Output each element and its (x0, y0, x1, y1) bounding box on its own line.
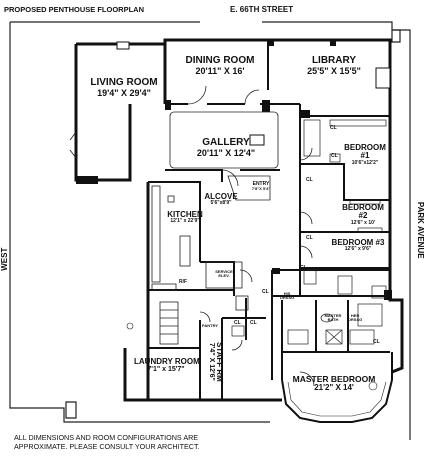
kitchen-counters (151, 185, 191, 291)
her-dressing-label: HER DRSSG (348, 313, 363, 323)
bath-fixtures (231, 303, 383, 345)
disclaimer-note: ALL DIMENSIONS AND ROOM CONFIGURATIONS A… (14, 433, 200, 451)
dark-columns (76, 40, 392, 300)
laundry-dim: 7'1" x 15'7" (147, 366, 185, 374)
dining-room-dim: 20'11" X 16' (195, 65, 245, 76)
bedroom1-name: BEDROOM (344, 143, 386, 152)
service-elevator-label: SERVICE ELEV. (208, 269, 240, 279)
closet-label-5: CL (300, 265, 307, 271)
built-ins (303, 119, 387, 299)
her-drssg-label: DRSSG (348, 317, 363, 323)
pantry-label: PANTRY (202, 323, 218, 328)
closet-label-3: CL (306, 177, 313, 183)
fireplaces (116, 41, 391, 146)
laundry-label: LAUNDRY ROOM 7'1" x 15'7" (134, 357, 200, 374)
service-elevator-name: SERVICE (215, 269, 233, 274)
library-name: LIBRARY (311, 55, 357, 66)
master-bedroom-label: MASTER BEDROOM 21'2" X 14' (284, 375, 384, 392)
living-room-label: LIVING ROOM 19'4" X 29'4" (80, 77, 168, 98)
terrace-outline (9, 21, 411, 440)
closets-marks (126, 322, 378, 391)
staff-room-label: STAFF RM 7'4" X 12'6" (207, 332, 223, 392)
living-room-dim: 19'4" X 29'4" (97, 87, 151, 98)
master-bath-name: MASTER (324, 313, 342, 318)
bedroom1-dim: 10'6"x12'2" (351, 159, 379, 166)
entry-name: ENTRY (252, 181, 270, 187)
her-label: HER (350, 313, 360, 318)
bedroom2-num: #2 (358, 211, 368, 221)
kitchen-dim: 12'1" x 22'9" (170, 218, 200, 225)
bedroom2-name: BEDROOM (342, 203, 384, 212)
gallery-dim: 20'11" X 12'4" (196, 147, 256, 158)
living-room-name: LIVING ROOM (90, 77, 158, 88)
bedroom3-label: BEDROOM #3 12'6" x 9'6" (326, 238, 390, 253)
closet-label-2: CL (331, 153, 338, 159)
closet-label-9: CL (373, 339, 380, 345)
closet-label-8: CL (250, 320, 257, 326)
door-swings (69, 85, 315, 387)
master-bath-sub: BATH (327, 317, 339, 323)
closet-label-7: CL (234, 320, 241, 326)
bedroom2-dim: 12'6" x 10' (350, 219, 376, 226)
closet-label-6: CL (262, 289, 269, 295)
bedroom1-label: BEDROOM #1 10'6"x12'2" (340, 143, 390, 166)
dining-room-name: DINING ROOM (185, 55, 255, 66)
street-top-label: E. 66TH STREET (230, 5, 294, 14)
gallery-details (169, 111, 279, 201)
closet-label-1: CL (330, 125, 337, 131)
alcove-name: ALCOVE (204, 192, 238, 201)
gallery-name: GALLERY (202, 137, 250, 148)
library-dim: 25'5" X 15'5" (307, 65, 361, 76)
closet-label-4: CL (306, 235, 313, 241)
entry-dim: 7'8"X 5'4" (251, 186, 271, 192)
bedroom1-num: #1 (360, 151, 370, 161)
entry-label: ENTRY 7'8"X 5'4" (248, 181, 274, 192)
service-core (159, 261, 249, 345)
street-left-label: WEST (0, 247, 9, 271)
master-bedroom-name: MASTER BEDROOM (292, 374, 376, 384)
staff-room-dim: 7'4" X 12'6" (207, 342, 215, 381)
kitchen-name: KITCHEN (167, 210, 203, 219)
library-label: LIBRARY 25'5" X 15'5" (284, 55, 384, 76)
master-bath-label: MASTER BATH (318, 313, 348, 323)
plan-title: PROPOSED PENTHOUSE FLOORPLAN (4, 5, 145, 14)
kitchen-label: KITCHEN 12'1" x 22'9" (162, 210, 208, 225)
master-bedroom-dim: 21'2" X 14' (314, 382, 354, 392)
his-label: HIS (283, 291, 291, 296)
alcove-label: ALCOVE 5'6"x8'9" (200, 192, 242, 207)
staff-room-name: STAFF RM (214, 341, 224, 382)
master-bay (281, 352, 393, 423)
service-elevator-sub: ELEV. (218, 273, 230, 279)
street-right-label: PARK AVENUE (416, 201, 426, 259)
bedroom2-label: BEDROOM #2 12'6" x 10' (338, 203, 388, 226)
master-bay-glass (287, 381, 387, 417)
dining-room-label: DINING ROOM 20'11" X 16' (170, 55, 270, 76)
bedroom3-dim: 12'6" x 9'6" (344, 246, 372, 253)
alcove-dim: 5'6"x8'9" (210, 200, 232, 207)
laundry-name: LAUNDRY ROOM (134, 357, 200, 366)
gallery-label: GALLERY 20'11" X 12'4" (180, 137, 272, 158)
bedroom3-name: BEDROOM #3 (331, 238, 385, 247)
his-drssg-label: DRSSG (280, 295, 295, 301)
fridge-label: R/F (179, 279, 188, 285)
his-dressing-label: HIS DRSSG (280, 291, 295, 301)
